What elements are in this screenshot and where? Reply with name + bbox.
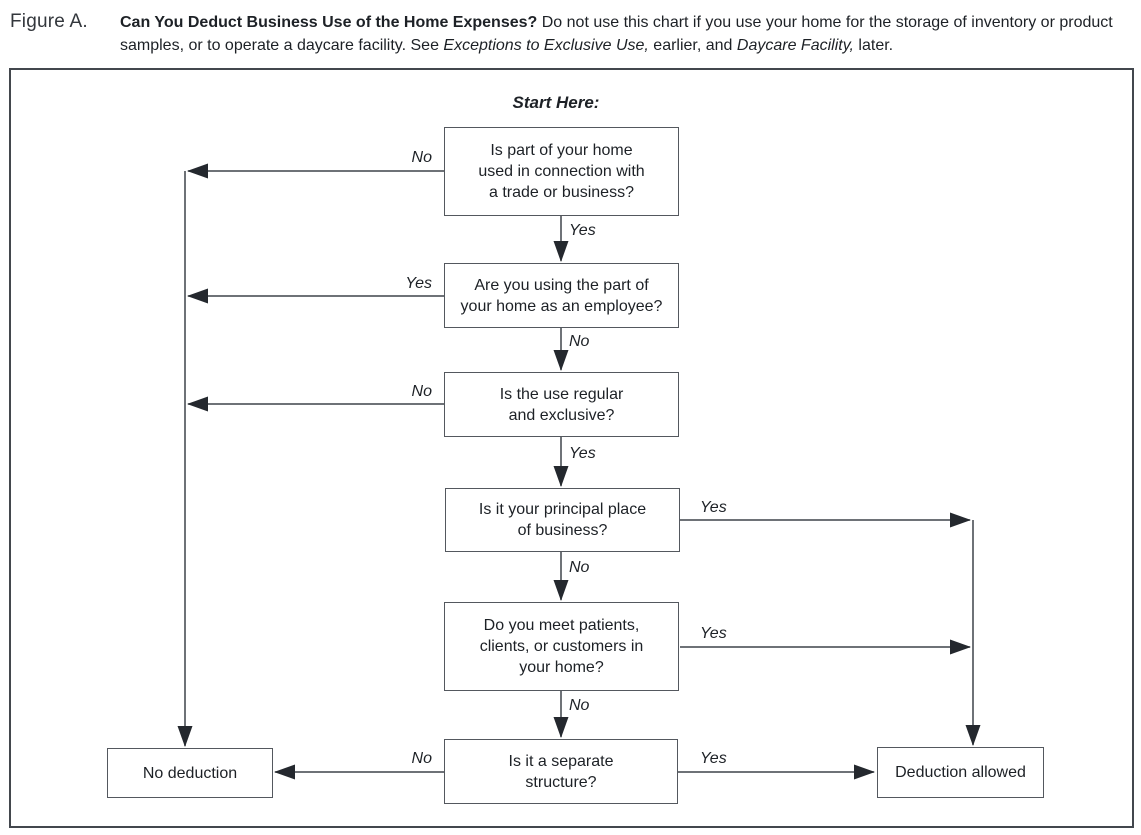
node-q6-separate-structure: Is it a separate structure? (444, 739, 678, 804)
node-no-deduction: No deduction (107, 748, 273, 798)
figure-label: Figure A. (10, 11, 88, 32)
edge-label-q6-no: No (411, 750, 432, 767)
figure-note-part1: Do not use this chart if you use your ho… (120, 14, 1113, 54)
figure-note-italic1: Exceptions to Exclusive Use, (443, 37, 649, 54)
edge-label-q5-yes: Yes (700, 625, 727, 642)
node-q3-regular-and-exclusive: Is the use regular and exclusive? (444, 372, 679, 437)
edge-label-q3-no: No (411, 383, 432, 400)
edge-label-q4-no: No (569, 559, 590, 576)
node-q2-part-used-as-employee: Are you using the part of your home as a… (444, 263, 679, 328)
figure-note-part2: earlier, and (648, 37, 737, 54)
start-here-label: Start Here: (512, 93, 600, 112)
edge-label-q2-no: No (569, 333, 590, 350)
node-q1-home-used-for-business: Is part of your home used in connection … (444, 127, 679, 216)
figure-note: Can You Deduct Business Use of the Home … (120, 11, 1133, 57)
edge-label-q6-yes: Yes (700, 750, 727, 767)
edge-label-q1-no: No (411, 149, 432, 166)
figure-title: Can You Deduct Business Use of the Home … (120, 14, 538, 31)
figure-note-part3: later. (853, 37, 894, 54)
node-deduction-allowed: Deduction allowed (877, 747, 1044, 798)
figure-note-italic2: Daycare Facility, (736, 37, 854, 54)
edge-label-q2-yes: Yes (405, 275, 432, 292)
edge-label-q3-yes: Yes (569, 445, 596, 462)
node-q5-meet-patients-clients: Do you meet patients, clients, or custom… (444, 602, 679, 691)
edge-label-q5-no: No (569, 697, 590, 714)
figure-header: Figure A. Can You Deduct Business Use of… (10, 11, 1133, 57)
node-q4-principal-place-of-business: Is it your principal place of business? (445, 488, 680, 552)
edge-label-q4-yes: Yes (700, 499, 727, 516)
edge-label-q1-yes: Yes (569, 222, 596, 239)
